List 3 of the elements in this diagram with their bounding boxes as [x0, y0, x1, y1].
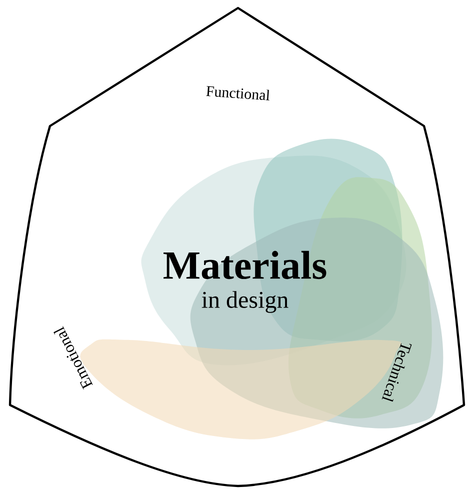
side-label: Functional: [206, 86, 270, 100]
title-text: Materials: [164, 250, 326, 280]
subtitle-text: in design: [202, 291, 288, 313]
